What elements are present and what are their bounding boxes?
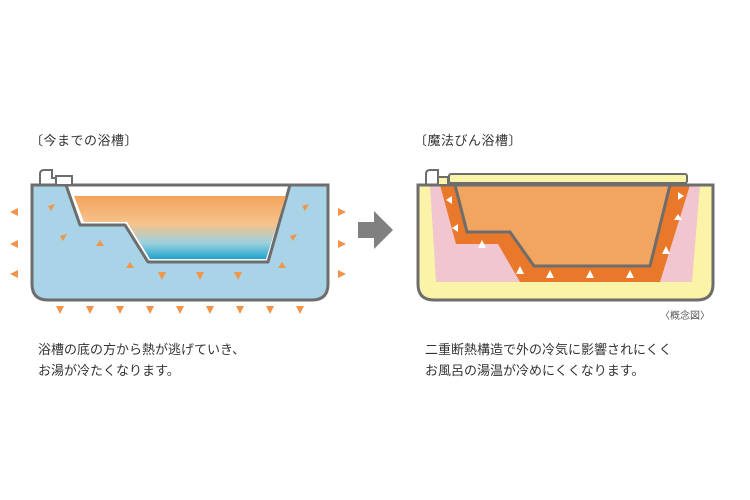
left-caption-line: お湯が冷たくなります。 <box>38 364 180 379</box>
retained-arrow <box>626 270 634 278</box>
heat-arrow <box>86 306 94 314</box>
heat-arrow <box>338 240 346 248</box>
heat-arrow <box>116 306 124 314</box>
heat-arrow <box>126 262 134 268</box>
heat-arrow <box>56 306 64 314</box>
heat-arrow <box>296 306 304 314</box>
right-caption: 二重断熱構造で外の冷気に影響されにくく お風呂の湯温が冷めにくくなります。 <box>425 340 672 382</box>
thermos-tub-lid <box>448 173 688 184</box>
heat-arrow <box>196 272 204 280</box>
transition-arrow-icon <box>358 211 393 249</box>
heat-arrow <box>146 306 154 314</box>
thermos-tub <box>416 169 715 302</box>
heat-arrow <box>60 234 67 241</box>
heat-arrow <box>266 306 274 314</box>
retained-arrow <box>546 270 554 278</box>
heat-arrow <box>236 306 244 314</box>
retained-arrow <box>478 240 486 248</box>
concept-note: 〈概念図〉 <box>660 311 710 322</box>
heat-arrow <box>10 270 18 278</box>
heat-arrow <box>338 270 346 278</box>
right-panel-title: 〔魔法びん浴槽〕 <box>414 134 523 149</box>
heat-retained-arrows <box>446 192 684 278</box>
thermos-faucet <box>425 169 446 185</box>
retained-arrow <box>452 224 458 232</box>
heat-arrow <box>48 204 55 211</box>
retained-arrow <box>516 266 524 274</box>
heat-arrow <box>176 306 184 314</box>
heat-arrow <box>96 240 104 246</box>
heat-arrow <box>206 306 214 314</box>
conventional-tub-water <box>74 196 286 259</box>
heat-arrow <box>290 234 297 241</box>
heat-arrow <box>278 262 286 268</box>
retained-arrow <box>678 192 684 200</box>
conventional-tub <box>10 169 346 314</box>
retained-arrow <box>586 270 594 278</box>
heat-arrow <box>302 204 309 211</box>
left-caption: 浴槽の底の方から熱が逃げていき、 お湯が冷たくなります。 <box>38 340 245 382</box>
heat-arrow <box>234 272 242 280</box>
retained-arrow <box>446 196 452 204</box>
heat-loss-arrows <box>10 204 346 314</box>
heat-arrow <box>10 240 18 248</box>
retained-arrow <box>662 246 670 254</box>
left-panel-title: 〔今までの浴槽〕 <box>30 134 139 149</box>
conventional-faucet <box>39 169 60 185</box>
left-caption-line: 浴槽の底の方から熱が逃げていき、 <box>38 343 246 358</box>
heat-arrow <box>158 272 166 280</box>
right-caption-line: お風呂の湯温が冷めにくくなります。 <box>425 364 645 379</box>
heat-arrow <box>10 208 18 216</box>
heat-arrow <box>338 208 346 216</box>
retained-arrow <box>674 214 682 220</box>
right-caption-line: 二重断熱構造で外の冷気に影響されにくく <box>425 343 672 358</box>
